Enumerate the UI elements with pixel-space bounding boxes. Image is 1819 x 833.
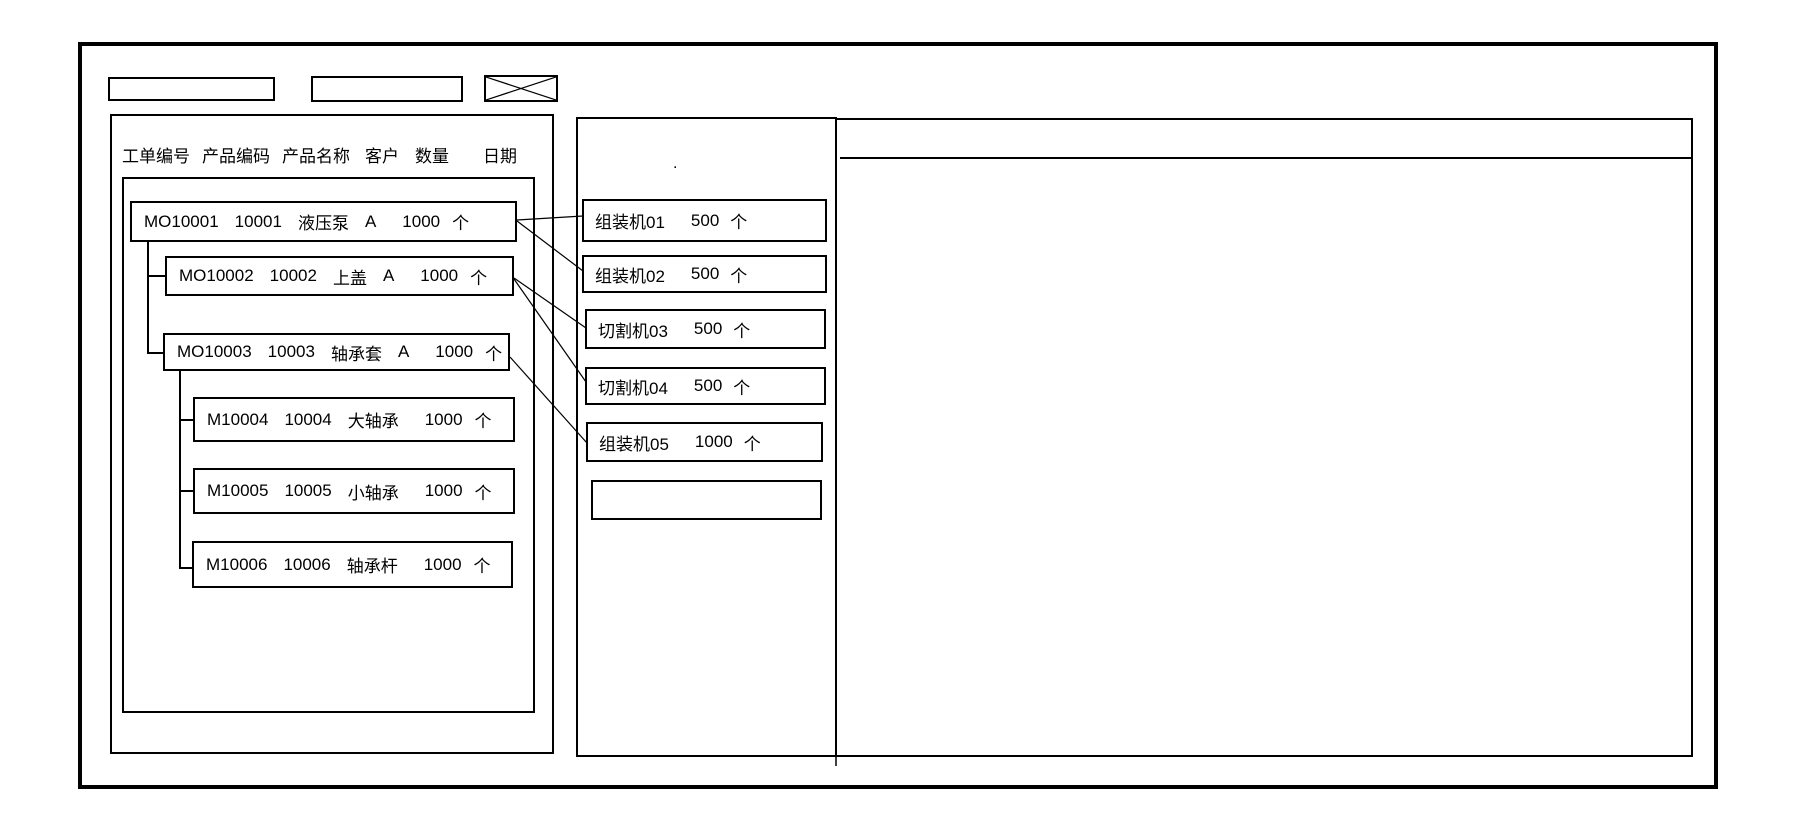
order-node-MO10003[interactable]: MO10003 10003 轴承套 A 1000 个 <box>163 333 510 371</box>
machine-unit: 个 <box>730 266 748 286</box>
order-no: MO10003 <box>177 342 252 361</box>
quantity: 1000 <box>420 266 459 285</box>
customer: A <box>364 211 377 231</box>
order-node-M10004[interactable]: M10004 10004 大轴承 1000 个 <box>193 397 515 442</box>
order-no: MO10001 <box>144 211 219 231</box>
column-header-qty: 数量 <box>415 147 449 166</box>
quantity: 1000 <box>435 342 474 361</box>
unit: 个 <box>473 557 491 576</box>
product-name: 小轴承 <box>347 483 399 503</box>
product-code: 10003 <box>267 342 315 361</box>
machine-name: 组装机02 <box>595 266 665 286</box>
detail-panel <box>837 118 1693 757</box>
product-code: 10006 <box>283 554 331 574</box>
machine-slot-05[interactable]: 组装机05 1000 个 <box>586 422 823 462</box>
column-header-customer: 客户 <box>365 147 399 166</box>
order-no: M10005 <box>207 481 269 500</box>
machine-name: 组装机01 <box>595 213 665 232</box>
unit: 个 <box>474 412 492 431</box>
machine-name: 切割机03 <box>598 321 668 341</box>
order-no: M10006 <box>206 554 268 574</box>
product-code: 10002 <box>269 266 317 285</box>
order-node-MO10001[interactable]: MO10001 10001 液压泵 A 1000 个 <box>130 201 517 242</box>
column-header-date: 日期 <box>483 147 517 166</box>
unit: 个 <box>452 214 470 233</box>
column-header-product-code: 产品编码 <box>202 147 270 166</box>
product-code: 10001 <box>234 211 282 231</box>
machine-slot-03[interactable]: 切割机03 500 个 <box>585 309 826 349</box>
machine-panel-dot: . <box>673 155 678 172</box>
quantity: 1000 <box>424 481 463 500</box>
product-name: 轴承杆 <box>346 557 398 576</box>
customer: A <box>382 266 395 285</box>
order-no: MO10002 <box>179 266 254 285</box>
machine-unit: 个 <box>730 213 748 232</box>
column-header-product-name: 产品名称 <box>282 147 350 166</box>
machine-qty: 500 <box>693 376 723 395</box>
product-name: 大轴承 <box>347 412 399 431</box>
detail-panel-header-divider <box>840 157 1693 159</box>
machine-unit: 个 <box>733 378 751 398</box>
product-name: 液压泵 <box>297 214 349 233</box>
machine-unit: 个 <box>733 321 751 341</box>
order-node-MO10002[interactable]: MO10002 10002 上盖 A 1000 个 <box>165 256 514 296</box>
machine-unit: 个 <box>743 434 761 454</box>
image-placeholder-icon[interactable] <box>484 75 558 102</box>
order-no: M10004 <box>207 409 269 429</box>
order-node-M10006[interactable]: M10006 10006 轴承杆 1000 个 <box>192 541 513 588</box>
machine-slot-empty[interactable] <box>591 480 822 520</box>
product-name: 轴承套 <box>330 344 382 364</box>
machine-slot-04[interactable]: 切割机04 500 个 <box>585 367 826 405</box>
toolbar-field-1[interactable] <box>108 77 275 101</box>
machine-slot-01[interactable]: 组装机01 500 个 <box>582 199 827 242</box>
machine-qty: 500 <box>690 264 720 283</box>
machine-name: 切割机04 <box>598 378 668 398</box>
machine-qty: 500 <box>690 210 720 230</box>
order-node-M10005[interactable]: M10005 10005 小轴承 1000 个 <box>193 468 515 514</box>
product-code: 10004 <box>284 409 332 429</box>
quantity: 1000 <box>424 409 463 429</box>
machine-slot-02[interactable]: 组装机02 500 个 <box>582 255 827 293</box>
column-header-order-no: 工单编号 <box>122 147 190 166</box>
unit: 个 <box>474 483 492 503</box>
machine-name: 组装机05 <box>599 434 669 454</box>
quantity: 1000 <box>402 211 441 231</box>
customer: A <box>397 342 410 361</box>
machine-qty: 1000 <box>694 432 733 451</box>
unit: 个 <box>485 344 503 364</box>
product-name: 上盖 <box>332 268 367 288</box>
product-code: 10005 <box>284 481 332 500</box>
toolbar-field-2[interactable] <box>311 76 463 102</box>
unit: 个 <box>470 268 488 288</box>
machine-qty: 500 <box>693 319 723 338</box>
quantity: 1000 <box>423 554 462 574</box>
